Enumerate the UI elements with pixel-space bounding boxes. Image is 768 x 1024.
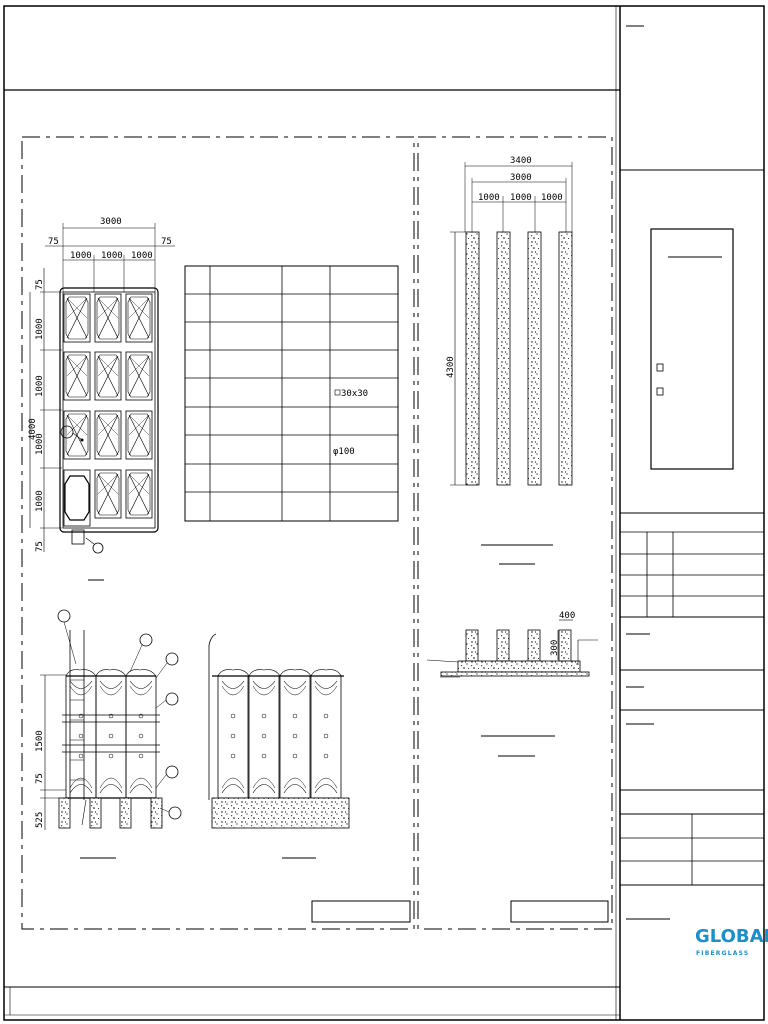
plan-panel-width-2: 1000 xyxy=(101,251,123,261)
front-view: 1500 75 525 xyxy=(35,609,182,859)
company-logo: GLOBAL FIBERGLASS xyxy=(695,926,768,957)
plan-edge-top: 75 xyxy=(35,279,45,290)
spec-square-label: 30x30 xyxy=(341,389,368,399)
base-spacing-1: 1000 xyxy=(478,193,500,203)
side-base-height: 525 xyxy=(35,812,45,828)
plan-panel-height-1: 1000 xyxy=(35,318,45,340)
base-plan: 3400 3000 1000 1000 1000 4300 xyxy=(446,156,573,565)
plan-view: 3000 75 75 1000 1000 1000 4000 75 75 100… xyxy=(28,217,175,581)
logo-name: GLOBAL xyxy=(695,926,768,947)
title-block xyxy=(620,25,764,920)
side-edge: 75 xyxy=(35,773,45,784)
base-spacing-3: 1000 xyxy=(541,193,563,203)
spec-table: 30x30 φ100 xyxy=(184,265,399,522)
plan-edge-bottom: 75 xyxy=(35,541,45,552)
base-spacing-2: 1000 xyxy=(510,193,532,203)
base-overall: 3400 xyxy=(510,156,532,166)
plan-overall-width: 3000 xyxy=(100,217,122,227)
spec-pipe-label: φ100 xyxy=(333,447,355,457)
plan-panel-width-3: 1000 xyxy=(131,251,153,261)
plan-panel-height-4: 1000 xyxy=(35,490,45,512)
base-section-width: 400 xyxy=(559,611,575,621)
left-view-frame xyxy=(21,136,415,930)
base-inner: 3000 xyxy=(510,173,532,183)
plan-edge-right: 75 xyxy=(161,237,172,247)
manhole xyxy=(64,475,90,521)
side-view xyxy=(208,633,350,859)
base-length: 4300 xyxy=(446,356,456,378)
logo-tagline: FIBERGLASS xyxy=(696,950,749,957)
base-section: 400 300 xyxy=(426,611,598,757)
plan-overall-height: 4000 xyxy=(28,418,38,440)
right-title-box xyxy=(510,900,609,923)
plan-panel-width-1: 1000 xyxy=(70,251,92,261)
base-section-height: 300 xyxy=(550,640,560,656)
plan-panel-height-3: 1000 xyxy=(35,433,45,455)
plan-edge-left: 75 xyxy=(48,237,59,247)
right-view-frame xyxy=(417,136,613,930)
plan-panel-height-2: 1000 xyxy=(35,375,45,397)
side-height: 1500 xyxy=(35,730,45,752)
door-drawing xyxy=(650,228,734,470)
left-title-box xyxy=(311,900,411,923)
